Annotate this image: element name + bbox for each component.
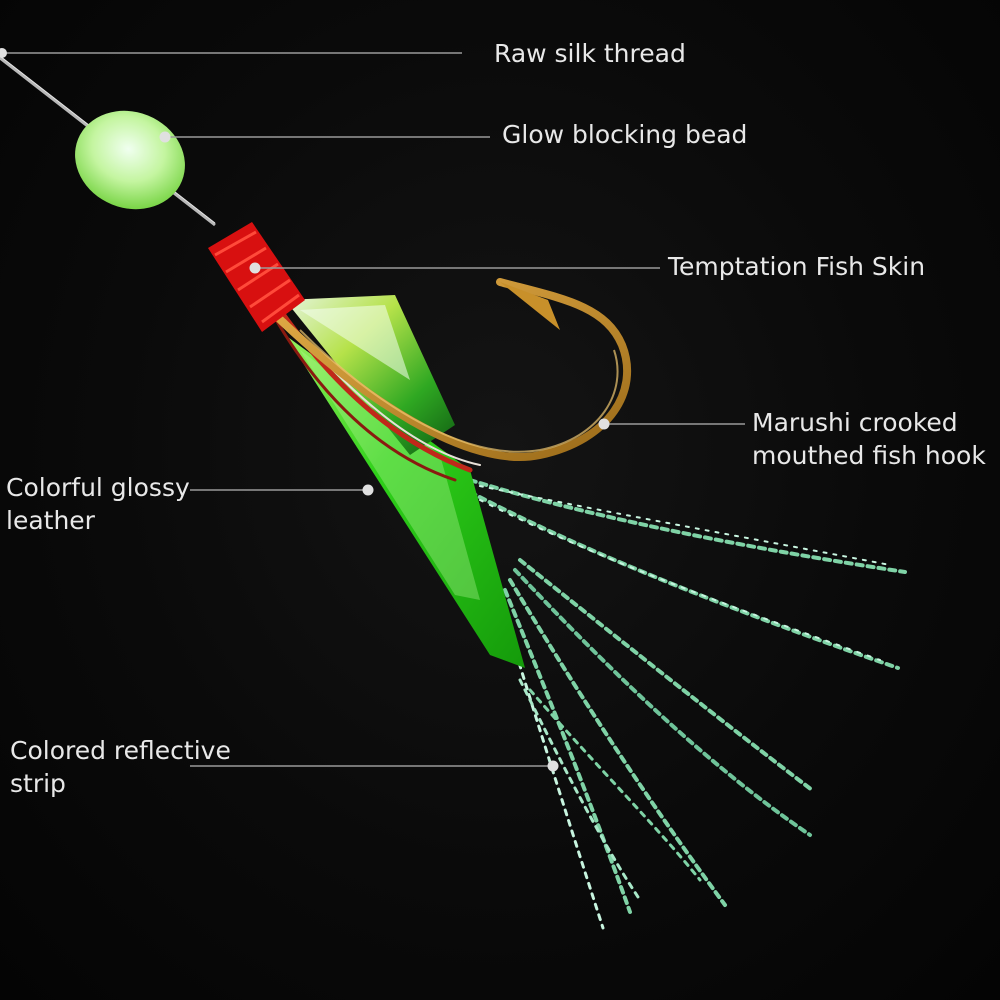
hook-highlight (299, 329, 619, 453)
red-thread-wrap (208, 222, 305, 332)
fish-skin-foil (285, 295, 455, 455)
leader-dots (0, 48, 610, 772)
label-colored-reflective-strip: Colored reflective strip (10, 736, 231, 798)
glossy-leather-shape (285, 335, 525, 668)
leader-lines (0, 52, 745, 767)
label-marushi-hook: Marushi crooked mouthed fish hook (752, 408, 986, 470)
label-raw-silk-thread: Raw silk thread (494, 39, 686, 68)
leather-sheen (300, 350, 480, 600)
reflective-strip-fibers (468, 478, 907, 930)
label-colorful-glossy-leather: Colorful glossy leather (6, 473, 190, 535)
dot-colored-reflective-strip (547, 760, 559, 772)
dot-glow-blocking-bead (159, 131, 171, 143)
label-glow-blocking-bead: Glow blocking bead (502, 120, 748, 149)
dot-colorful-glossy-leather (362, 484, 374, 496)
label-temptation-fish-skin: Temptation Fish Skin (668, 252, 926, 281)
dot-temptation-fish-skin (249, 262, 261, 274)
glow-bead-shape (75, 110, 185, 210)
dot-marushi-hook (598, 418, 610, 430)
fish-hook-shape (256, 278, 632, 461)
hook-barb (500, 282, 560, 330)
dot-raw-silk-thread (0, 48, 7, 58)
fish-skin-shine (300, 305, 410, 380)
